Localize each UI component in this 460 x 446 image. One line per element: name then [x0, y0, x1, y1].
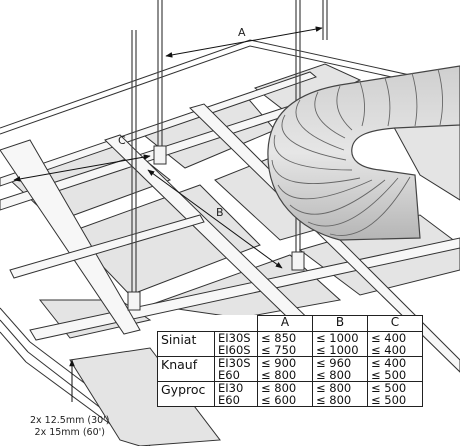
dimension-c-label: C [118, 134, 126, 147]
dimension-b-label: B [216, 206, 224, 219]
header-b: B [312, 315, 368, 332]
brand-cell: Siniat [157, 331, 215, 357]
b-cell: ≤ 1000≤ 1000 [312, 331, 368, 357]
table-header-row: A B C [158, 315, 423, 332]
header-a: A [257, 315, 313, 332]
hanger-clips [127, 145, 305, 311]
c-cell: ≤ 400≤ 400 [367, 331, 423, 357]
c-cell: ≤ 500≤ 500 [367, 381, 423, 407]
b-cell: ≤ 960≤ 800 [312, 356, 368, 382]
board-note-line-2: 2x 15mm (60') [34, 427, 105, 438]
brand-cell: Knauf [157, 356, 215, 382]
board-thickness-note: 2x 12.5mm (30') 2x 15mm (60') [30, 415, 109, 439]
flexible-duct [267, 65, 460, 241]
dimension-lines [13, 26, 323, 402]
a-cell: ≤ 900≤ 800 [257, 356, 313, 382]
dimension-c-line [13, 154, 151, 182]
c-cell: ≤ 400≤ 500 [367, 356, 423, 382]
dimension-a-line [165, 26, 323, 58]
dimension-b-line [147, 169, 283, 269]
brand-cell: Gyproc [157, 381, 215, 407]
a-cell: ≤ 850≤ 750 [257, 331, 313, 357]
a-cell: ≤ 800≤ 600 [257, 381, 313, 407]
dimension-a-label: A [238, 26, 246, 39]
header-c: C [367, 315, 423, 332]
board-note-line-1: 2x 12.5mm (30') [30, 415, 110, 426]
b-cell: ≤ 800≤ 800 [312, 381, 368, 407]
